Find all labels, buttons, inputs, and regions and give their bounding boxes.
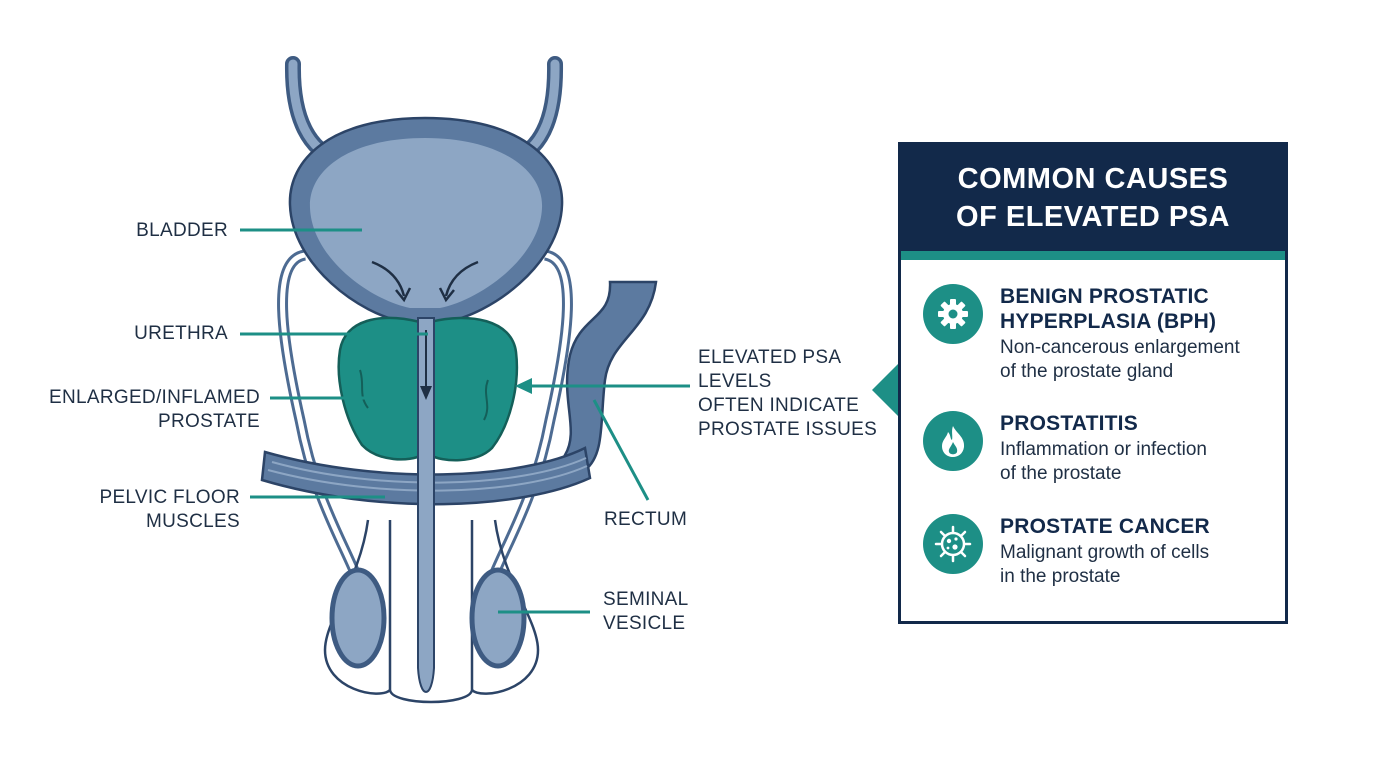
label-prostate: ENLARGED/INFLAMED PROSTATE <box>49 387 260 432</box>
label-seminal-vesicle: SEMINAL VESICLE <box>603 589 689 634</box>
label-psa-note: ELEVATED PSA LEVELS OFTEN INDICATE PROST… <box>698 347 878 440</box>
seminal-vesicles <box>329 567 527 669</box>
cause-description: Non-cancerous enlargement of the prostat… <box>1000 337 1240 382</box>
panel-pointer <box>872 362 900 418</box>
prostate <box>337 316 519 462</box>
label-rectum: RECTUM <box>604 509 688 530</box>
cause-description: Inflammation or infection of the prostat… <box>1000 439 1207 484</box>
panel-header: COMMON CAUSES OF ELEVATED PSA <box>901 145 1285 260</box>
leader-lines <box>240 228 690 614</box>
vas-deferens <box>277 249 573 587</box>
cause-title: PROSTATE CANCER <box>1000 515 1210 538</box>
label-bladder: BLADDER <box>136 220 228 241</box>
urethra <box>417 317 435 693</box>
flame-icon <box>923 411 983 471</box>
label-urethra: URETHRA <box>134 323 228 344</box>
panel-title-line-1: COMMON CAUSES <box>957 163 1229 195</box>
cause-title: BENIGN PROSTATIC HYPERPLASIA (BPH) <box>1000 285 1217 333</box>
cause-title: PROSTATITIS <box>1000 412 1138 435</box>
rectum <box>563 280 658 472</box>
label-pelvic-floor: PELVIC FLOOR MUSCLES <box>99 487 240 532</box>
bladder <box>288 116 564 324</box>
panel-title-line-2: OF ELEVATED PSA <box>956 201 1230 233</box>
penis-outline <box>323 519 540 704</box>
gear-icon <box>923 284 983 344</box>
cell-icon <box>923 514 983 574</box>
causes-panel: COMMON CAUSES OF ELEVATED PSA <box>898 142 1288 624</box>
anatomy-diagram <box>240 56 690 704</box>
cause-description: Malignant growth of cells in the prostat… <box>1000 542 1210 587</box>
